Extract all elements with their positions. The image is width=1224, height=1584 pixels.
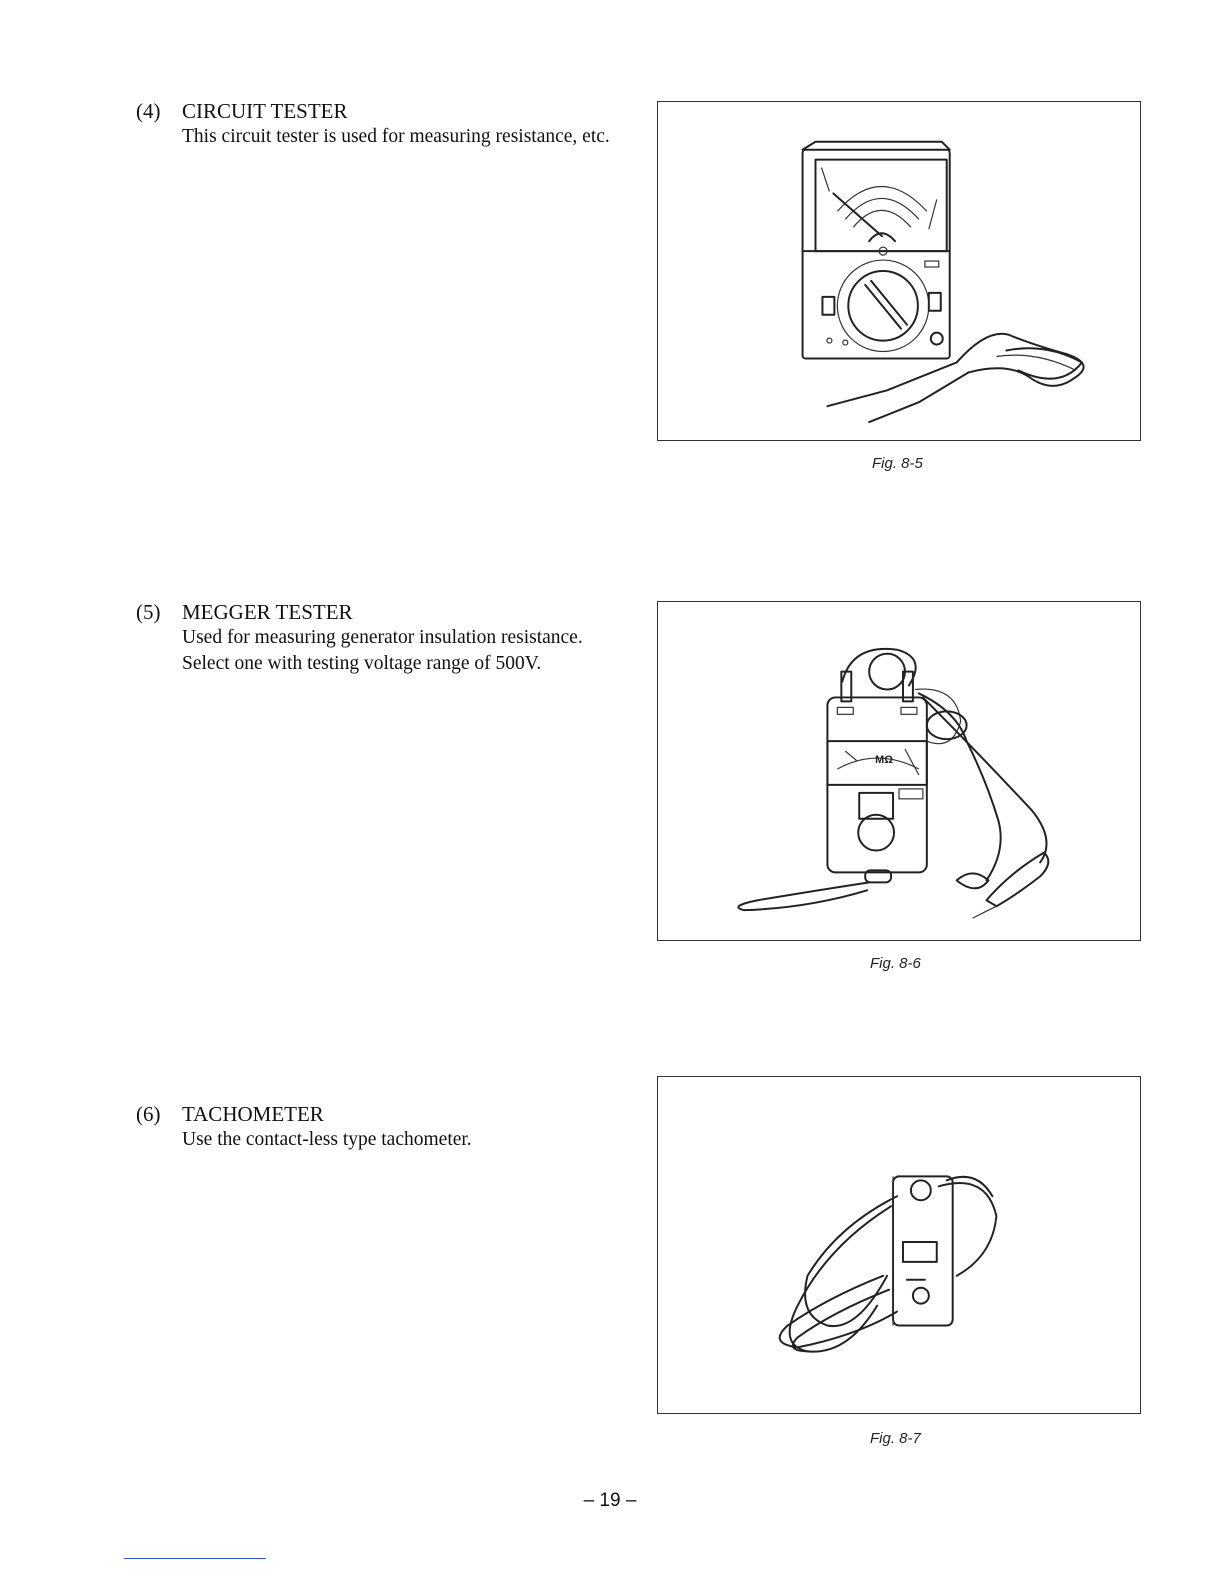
paragraph: Use the contact-less type tachometer. (182, 1127, 626, 1153)
bottom-rule (124, 1558, 266, 1559)
section-tachometer: (6) TACHOMETER Use the contact-less type… (136, 1101, 626, 1153)
section-circuit-tester: (4) CIRCUIT TESTER This circuit tester i… (136, 98, 626, 150)
section-heading: (6) TACHOMETER (136, 1101, 626, 1127)
paragraph: Used for measuring generator insulation … (182, 625, 626, 651)
tachometer-illustration-icon (658, 1077, 1140, 1413)
section-body: Used for measuring generator insulation … (182, 625, 626, 677)
section-number: (6) (136, 1101, 182, 1127)
paragraph: This circuit tester is used for measurin… (182, 124, 626, 150)
figure-megger-tester: MΩ (657, 601, 1141, 941)
figure-caption: Fig. 8-5 (872, 455, 923, 472)
multimeter-illustration-icon (658, 102, 1140, 440)
section-number: (4) (136, 98, 182, 124)
paragraph: Select one with testing voltage range of… (182, 651, 626, 677)
section-megger-tester: (5) MEGGER TESTER Used for measuring gen… (136, 599, 626, 677)
figure-caption: Fig. 8-6 (870, 955, 921, 972)
section-title: MEGGER TESTER (182, 599, 353, 625)
megger-illustration-icon: MΩ (658, 602, 1140, 940)
section-body: This circuit tester is used for measurin… (182, 124, 626, 150)
section-title: TACHOMETER (182, 1101, 324, 1127)
meter-label: MΩ (875, 754, 893, 766)
section-body: Use the contact-less type tachometer. (182, 1127, 626, 1153)
section-title: CIRCUIT TESTER (182, 98, 348, 124)
figure-tachometer (657, 1076, 1141, 1414)
section-heading: (4) CIRCUIT TESTER (136, 98, 626, 124)
figure-caption: Fig. 8-7 (870, 1430, 921, 1447)
page-number: – 19 – (560, 1490, 660, 1512)
section-number: (5) (136, 599, 182, 625)
section-heading: (5) MEGGER TESTER (136, 599, 626, 625)
figure-circuit-tester (657, 101, 1141, 441)
